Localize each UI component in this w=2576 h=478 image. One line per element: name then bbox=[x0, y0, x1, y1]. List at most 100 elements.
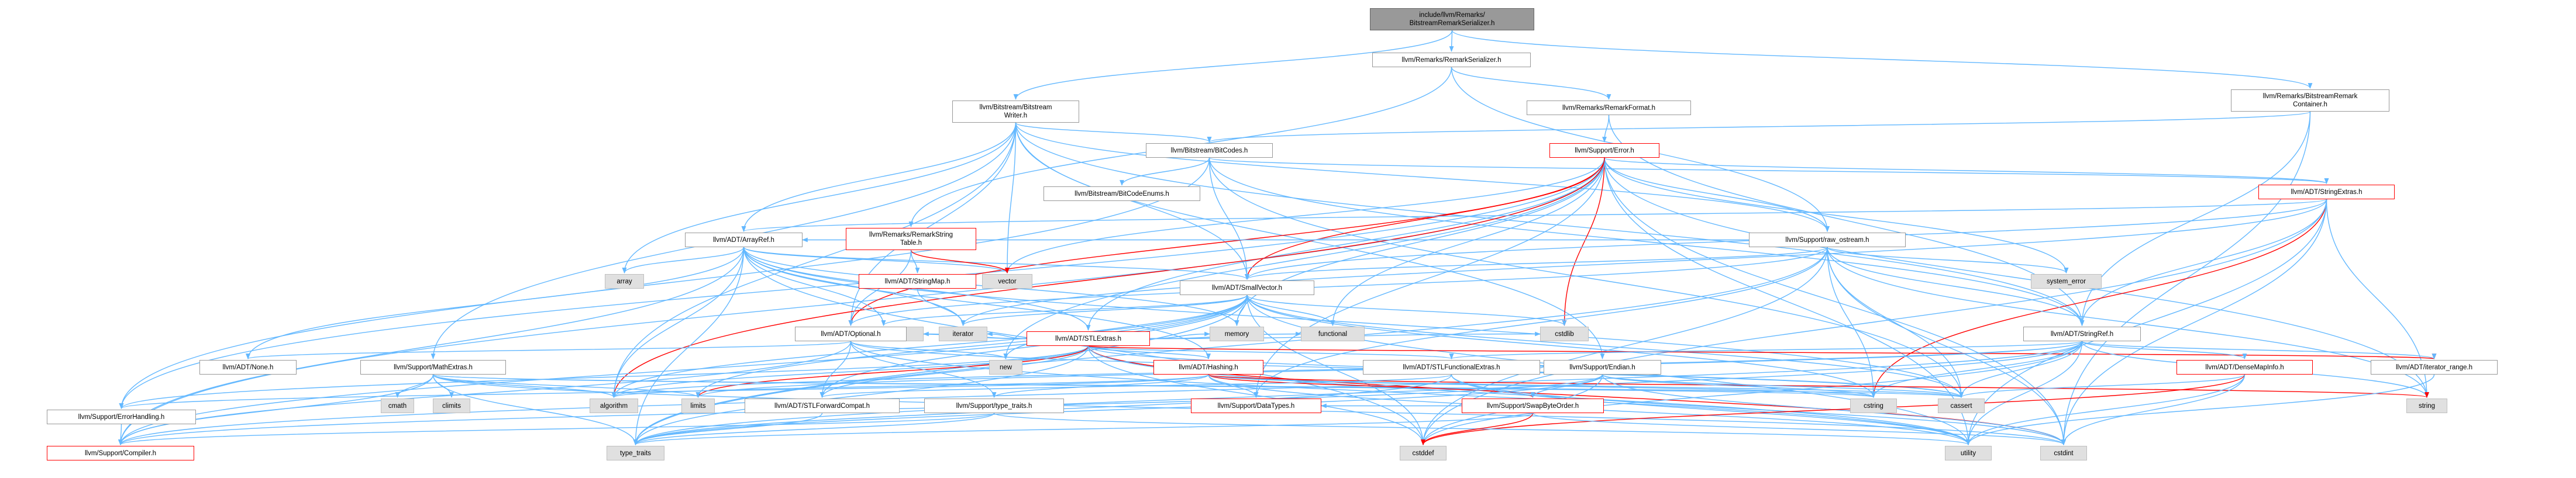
edge-stlfwdcompat-to-typetraits bbox=[633, 413, 823, 445]
node-none[interactable]: llvm/ADT/None.h bbox=[199, 360, 297, 375]
edge-mathextras-to-algorithm bbox=[432, 374, 617, 398]
node-new[interactable]: new bbox=[989, 360, 1022, 375]
node-algorithm[interactable]: algorithm bbox=[590, 399, 638, 413]
node-cstdint[interactable]: cstdint bbox=[2040, 446, 2087, 460]
edge-arrayref-to-none bbox=[246, 247, 745, 359]
edge-endian-to-typetraits bbox=[633, 374, 1603, 445]
edge-rawostream-to-cstdint bbox=[1827, 247, 2066, 445]
edge-stringref-to-iterrange bbox=[2081, 341, 2437, 359]
edge-error-to-rawostream bbox=[1604, 157, 1830, 232]
node-remark-format[interactable]: llvm/Remarks/RemarkFormat.h bbox=[1527, 101, 1691, 115]
edge-root-to-bswriter bbox=[1013, 30, 1453, 100]
edge-error-to-cstdlib bbox=[1562, 157, 1605, 326]
edge-densemapinfo-to-cstdint bbox=[2061, 374, 2246, 445]
node-hashing[interactable]: llvm/ADT/Hashing.h bbox=[1153, 360, 1263, 375]
edge-densemapinfo-to-cstddef bbox=[1421, 374, 2246, 445]
edge-swapbyte-to-cstdint bbox=[1532, 413, 2066, 445]
node-densemapinfo[interactable]: llvm/ADT/DenseMapInfo.h bbox=[2176, 360, 2313, 375]
edge-rawostream-to-smallvec bbox=[1245, 247, 1828, 280]
node-cstring[interactable]: cstring bbox=[1850, 399, 1897, 413]
node-cassert[interactable]: cassert bbox=[1938, 399, 1985, 413]
node-array[interactable]: array bbox=[605, 274, 644, 289]
edge-stlextras-to-iterator bbox=[987, 331, 1027, 340]
node-iterator[interactable]: iterator bbox=[939, 327, 987, 341]
node-endian[interactable]: llvm/Support/Endian.h bbox=[1544, 360, 1661, 375]
node-bitcodes[interactable]: llvm/Bitstream/BitCodes.h bbox=[1146, 143, 1273, 158]
node-utility[interactable]: utility bbox=[1945, 446, 1992, 460]
node-stringmap[interactable]: llvm/ADT/StringMap.h bbox=[859, 274, 976, 289]
node-stringref[interactable]: llvm/ADT/StringRef.h bbox=[2023, 327, 2141, 341]
edge-mathextras-to-compiler bbox=[118, 374, 434, 445]
edge-typetraits_h-to-typetraits bbox=[633, 413, 995, 445]
edge-stlextras-to-hashing bbox=[1087, 345, 1211, 359]
node-cstdlib[interactable]: cstdlib bbox=[1540, 327, 1589, 341]
node-mathextras[interactable]: llvm/Support/MathExtras.h bbox=[360, 360, 506, 375]
edge-error-to-vector bbox=[1005, 157, 1605, 273]
edge-stlextras-to-stlfunc bbox=[1087, 345, 1454, 359]
node-smallvector[interactable]: llvm/ADT/SmallVector.h bbox=[1180, 280, 1314, 295]
edge-smallvec-to-algorithm bbox=[611, 295, 1248, 398]
node-cstddef[interactable]: cstddef bbox=[1400, 446, 1447, 460]
edge-arrayref-to-compiler bbox=[118, 247, 745, 445]
edge-smallvec-to-initlist bbox=[881, 295, 1248, 326]
node-type-traits[interactable]: type_traits bbox=[607, 446, 664, 460]
edge-bswriter-to-arrayref bbox=[741, 122, 1017, 232]
node-arrayref[interactable]: llvm/ADT/ArrayRef.h bbox=[685, 233, 803, 247]
edge-stlextras-to-algorithm bbox=[611, 345, 1089, 398]
edge-mathextras-to-typetraits bbox=[432, 374, 638, 445]
edge-bscont-to-bitcodes bbox=[1207, 111, 2311, 143]
node-remark-serializer[interactable]: llvm/Remarks/RemarkSerializer.h bbox=[1372, 53, 1531, 67]
node-memory[interactable]: memory bbox=[1210, 327, 1264, 341]
edge-mathextras-to-limits bbox=[432, 374, 701, 398]
edge-swapbyte-to-typetraits bbox=[633, 413, 1534, 445]
edge-error-to-functional bbox=[1330, 157, 1605, 326]
edge-typetraits_h-to-compiler bbox=[118, 413, 995, 445]
node-limits[interactable]: limits bbox=[681, 399, 715, 413]
node-type-traits-h[interactable]: llvm/Support/type_traits.h bbox=[924, 399, 1064, 413]
node-system-error[interactable]: system_error bbox=[2031, 274, 2102, 289]
node-string-extras[interactable]: llvm/ADT/StringExtras.h bbox=[2258, 185, 2395, 199]
edge-smallvec-to-limits bbox=[695, 295, 1248, 398]
node-stl-forward-compat[interactable]: llvm/ADT/STLForwardCompat.h bbox=[745, 399, 900, 413]
node-cmath[interactable]: cmath bbox=[381, 399, 414, 413]
node-compiler[interactable]: llvm/Support/Compiler.h bbox=[47, 446, 194, 460]
edge-stringref-to-compiler bbox=[118, 341, 2083, 445]
edge-root-to-bscont bbox=[1451, 30, 2313, 89]
node-optional[interactable]: llvm/ADT/Optional.h bbox=[795, 327, 907, 341]
node-iterator-range[interactable]: llvm/ADT/iterator_range.h bbox=[2371, 360, 2498, 375]
edge-smallvec-to-cstdlib bbox=[1246, 295, 1567, 326]
edge-error-to-strextras bbox=[1604, 157, 2329, 184]
edge-typetraits_h-to-utility bbox=[993, 413, 1971, 445]
edge-bswriter-to-vector bbox=[1005, 122, 1017, 273]
edge-smallvec-to-stlfwdcompat bbox=[819, 295, 1248, 398]
edge-error-to-smallvec bbox=[1245, 157, 1605, 280]
node-bitcode-enums[interactable]: llvm/Bitstream/BitCodeEnums.h bbox=[1044, 186, 1200, 201]
node-string[interactable]: string bbox=[2406, 399, 2447, 413]
node-error[interactable]: llvm/Support/Error.h bbox=[1549, 143, 1659, 158]
node-climits[interactable]: climits bbox=[433, 399, 470, 413]
node-raw-ostream[interactable]: llvm/Support/raw_ostream.h bbox=[1749, 233, 1906, 247]
edge-stlextras-to-typetraits bbox=[633, 345, 1089, 445]
edge-error-to-algorithm bbox=[611, 157, 1605, 398]
edge-smallvec-to-iterator bbox=[960, 295, 1248, 326]
node-vector[interactable]: vector bbox=[982, 274, 1032, 289]
edge-iterrange-to-utility bbox=[1966, 374, 2435, 445]
edge-stlfunc-to-cstdint bbox=[1451, 374, 2066, 445]
edge-densemapinfo-to-utility bbox=[1966, 374, 2246, 445]
node-errorhandling[interactable]: llvm/Support/ErrorHandling.h bbox=[47, 410, 196, 424]
edge-layer bbox=[118, 30, 2437, 445]
node-stl-functional-extras[interactable]: llvm/ADT/STLFunctionalExtras.h bbox=[1363, 360, 1540, 375]
node-functional[interactable]: functional bbox=[1301, 327, 1365, 341]
edge-bitcodes-to-strextras bbox=[1208, 157, 2329, 184]
edge-remser-to-remfmt bbox=[1451, 67, 1611, 100]
edge-bitcodes-to-bcenums bbox=[1120, 157, 1210, 186]
edge-stringref-to-utility bbox=[1966, 341, 2083, 445]
edge-stringref-to-cstring bbox=[1871, 341, 2083, 398]
node-root[interactable]: include/llvm/Remarks/BitstreamRemarkSeri… bbox=[1370, 8, 1534, 30]
node-stlextras[interactable]: llvm/ADT/STLExtras.h bbox=[1027, 331, 1150, 346]
node-datatypes[interactable]: llvm/Support/DataTypes.h bbox=[1191, 399, 1321, 413]
node-swapbyteorder[interactable]: llvm/Support/SwapByteOrder.h bbox=[1462, 399, 1604, 413]
